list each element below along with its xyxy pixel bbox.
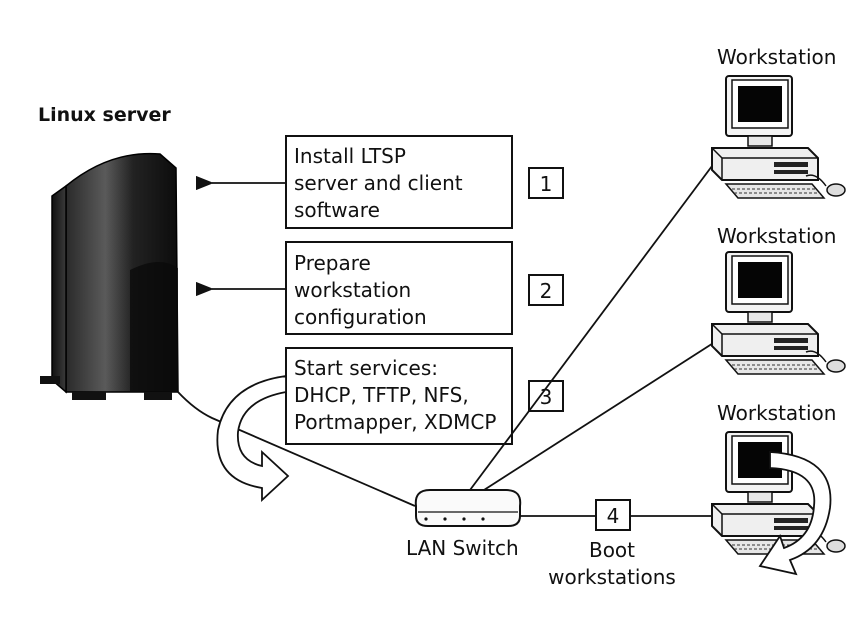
workstation-1-computer-icon xyxy=(711,75,846,199)
step-1-number-box xyxy=(528,167,564,199)
server-switch-cable xyxy=(177,391,416,507)
step-3-line-1: Start services: xyxy=(294,356,438,380)
step-1-number: 1 xyxy=(540,172,553,196)
step-2-line-1: Prepare xyxy=(294,251,371,275)
step-1-line-3: software xyxy=(294,198,380,222)
step-box-3: Start services: DHCP, TFTP, NFS, Portmap… xyxy=(285,347,513,445)
step-2-number: 2 xyxy=(540,279,553,303)
boot-curved-arrow xyxy=(758,451,832,576)
step-3-line-3: Portmapper, XDMCP xyxy=(294,410,496,434)
step-2-line-2: workstation xyxy=(294,278,411,302)
cable-workstation-1 xyxy=(469,157,719,491)
step-3-number-box xyxy=(528,380,564,412)
linux-server-tower xyxy=(40,152,179,400)
workstation-1-label: Workstation xyxy=(717,45,836,69)
step-box-1: Install LTSP server and client software xyxy=(285,135,513,229)
workstation-2-computer-icon xyxy=(711,251,846,375)
step-3-number: 3 xyxy=(540,385,553,409)
switch-label: LAN Switch xyxy=(406,536,519,560)
workstation-3-label: Workstation xyxy=(717,401,836,425)
step-box-2: Prepare workstation configuration xyxy=(285,241,513,335)
step-1-line-2: server and client xyxy=(294,171,463,195)
step-4-line-2: workstations xyxy=(548,565,676,589)
step-2-number-box xyxy=(528,274,564,306)
step-4-number: 4 xyxy=(607,504,620,528)
step-1-line-1: Install LTSP xyxy=(294,144,406,168)
step-4-line-1: Boot xyxy=(589,538,635,562)
workstation-2-label: Workstation xyxy=(717,224,836,248)
lan-switch xyxy=(414,489,522,527)
step-2-line-3: configuration xyxy=(294,305,427,329)
step-4-number-box xyxy=(595,499,631,531)
cable-workstation-2 xyxy=(483,339,719,491)
step-3-line-2: DHCP, TFTP, NFS, xyxy=(294,383,469,407)
server-label: Linux server xyxy=(38,104,171,126)
start-services-curved-arrow xyxy=(216,374,290,503)
